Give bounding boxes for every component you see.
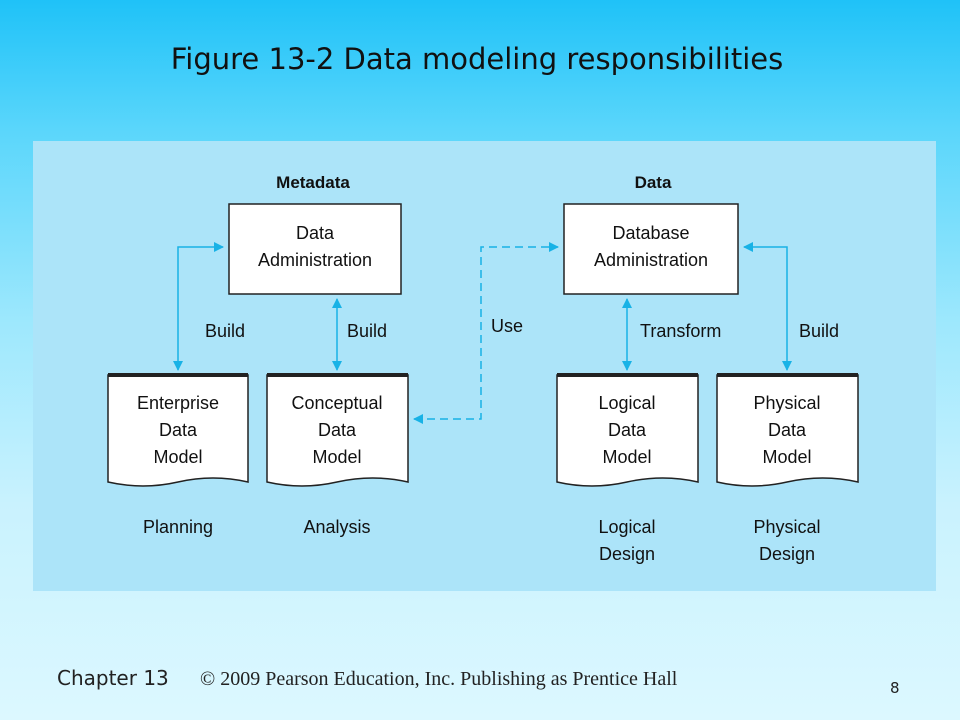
- label-use: Use: [491, 316, 523, 336]
- use-arrow: [413, 242, 559, 424]
- conceptual-line-1: Conceptual: [291, 393, 382, 413]
- heading-metadata: Metadata: [276, 173, 350, 192]
- enterprise-line-1: Enterprise: [137, 393, 219, 413]
- enterprise-line-3: Model: [153, 447, 202, 467]
- label-build-enterprise: Build: [205, 321, 245, 341]
- caption-analysis: Analysis: [303, 517, 370, 537]
- physical-line-1: Physical: [753, 393, 820, 413]
- data-administration-line-2: Administration: [258, 250, 372, 270]
- logical-line-3: Model: [602, 447, 651, 467]
- label-transform: Transform: [640, 321, 721, 341]
- database-administration-line-1: Database: [612, 223, 689, 243]
- caption-planning: Planning: [143, 517, 213, 537]
- caption-physical-line-1: Physical: [753, 517, 820, 537]
- logical-line-2: Data: [608, 420, 647, 440]
- caption-logical-line-1: Logical: [598, 517, 655, 537]
- conceptual-data-model-document: Conceptual Data Model: [266, 373, 409, 487]
- build-arrow-physical: [743, 242, 792, 371]
- data-administration-box: Data Administration: [228, 203, 402, 295]
- slide-title: Figure 13-2 Data modeling responsibiliti…: [170, 42, 784, 76]
- database-administration-line-2: Administration: [594, 250, 708, 270]
- data-modeling-diagram: Metadata Data Data Administration Databa…: [107, 173, 859, 564]
- physical-line-2: Data: [768, 420, 807, 440]
- enterprise-data-model-document: Enterprise Data Model: [107, 373, 249, 487]
- heading-data: Data: [635, 173, 672, 192]
- database-administration-box: Database Administration: [563, 203, 739, 295]
- footer-chapter: Chapter 13: [57, 666, 169, 690]
- logical-data-model-document: Logical Data Model: [556, 373, 699, 487]
- footer-copyright: © 2009 Pearson Education, Inc. Publishin…: [200, 668, 678, 690]
- enterprise-line-2: Data: [159, 420, 198, 440]
- physical-data-model-document: Physical Data Model: [716, 373, 859, 487]
- page-number: 8: [890, 679, 900, 697]
- build-arrow-enterprise: [173, 242, 224, 371]
- diagram-panel: Metadata Data Data Administration Databa…: [33, 141, 936, 591]
- logical-line-1: Logical: [598, 393, 655, 413]
- caption-logical-line-2: Design: [599, 544, 655, 564]
- label-build-physical: Build: [799, 321, 839, 341]
- physical-line-3: Model: [762, 447, 811, 467]
- conceptual-line-3: Model: [312, 447, 361, 467]
- conceptual-line-2: Data: [318, 420, 357, 440]
- label-build-conceptual: Build: [347, 321, 387, 341]
- data-administration-line-1: Data: [296, 223, 335, 243]
- caption-physical-line-2: Design: [759, 544, 815, 564]
